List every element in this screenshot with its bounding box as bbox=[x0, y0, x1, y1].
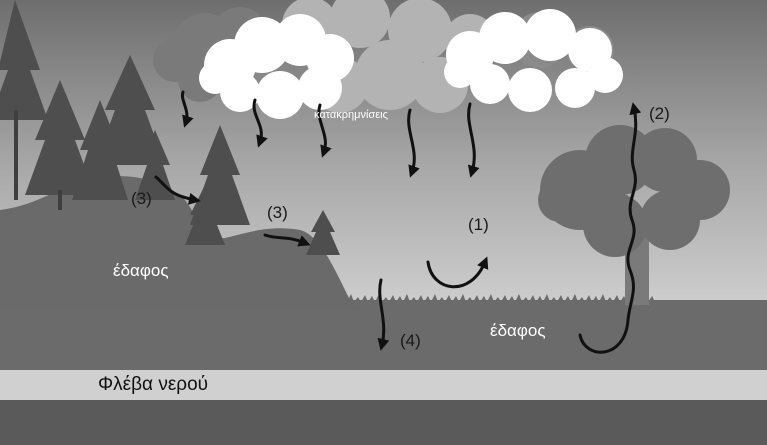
marker-4: (4) bbox=[400, 332, 421, 349]
precipitation-label: κατακρημνίσεις bbox=[314, 110, 388, 121]
water-vein-label: Φλέβα νερού bbox=[98, 375, 208, 394]
marker-2: (2) bbox=[649, 105, 670, 122]
soil-label-left: έδαφος bbox=[113, 262, 169, 279]
marker-3-slope: (3) bbox=[267, 204, 288, 221]
marker-1: (1) bbox=[468, 216, 489, 233]
marker-3-hill: (3) bbox=[131, 190, 152, 207]
bedrock bbox=[0, 400, 767, 445]
soil-label-right: έδαφος bbox=[490, 322, 546, 339]
